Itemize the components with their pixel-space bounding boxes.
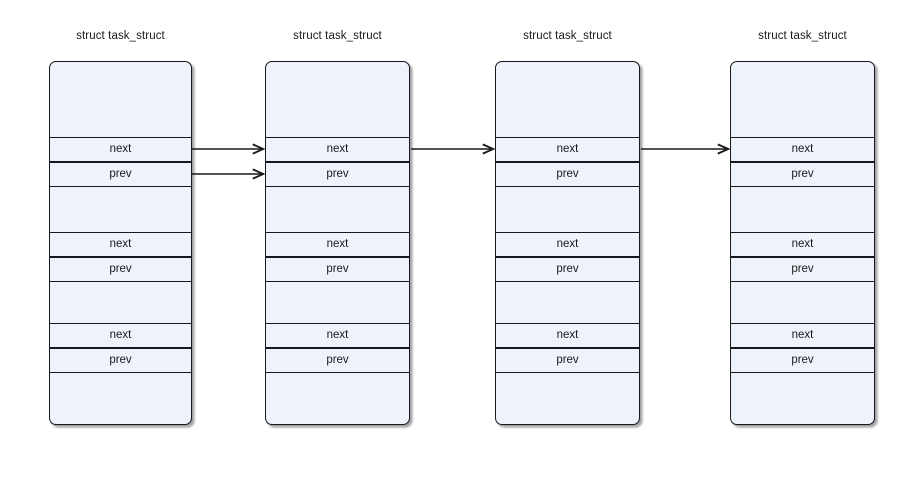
struct-field-prev: prev [50, 162, 191, 187]
struct-field-label: next [791, 237, 814, 250]
struct-field-label: next [556, 142, 579, 155]
struct-field-label: prev [791, 262, 814, 275]
struct-field-prev: prev [266, 257, 409, 282]
struct-node-title: struct task_struct [293, 30, 382, 42]
struct-field-label: next [326, 237, 349, 250]
struct-field-label: next [326, 328, 349, 341]
struct-node-title: struct task_struct [758, 30, 847, 42]
struct-field-next: next [496, 323, 639, 348]
struct-field-prev: prev [50, 348, 191, 373]
struct-field-label: prev [556, 353, 579, 366]
struct-field-label: prev [791, 353, 814, 366]
struct-field-rows: next prev next prev next prev [496, 62, 639, 424]
struct-field-label: next [791, 142, 814, 155]
struct-field-prev: prev [731, 257, 874, 282]
struct-node-title: struct task_struct [523, 30, 612, 42]
struct-field-label: next [791, 328, 814, 341]
struct-field-next: next [731, 232, 874, 257]
struct-field-label: next [109, 237, 132, 250]
struct-field-label: next [109, 142, 132, 155]
struct-field-label: next [109, 328, 132, 341]
struct-field-prev: prev [496, 162, 639, 187]
struct-field-next: next [50, 323, 191, 348]
struct-field-label: prev [109, 167, 132, 180]
struct-field-label: prev [326, 353, 349, 366]
struct-field-label: prev [556, 167, 579, 180]
struct-field-label: prev [791, 167, 814, 180]
struct-field-next: next [266, 323, 409, 348]
struct-field-label: next [556, 328, 579, 341]
struct-node-box: next prev next prev next prev [49, 61, 192, 425]
struct-node-box: next prev next prev next prev [265, 61, 410, 425]
struct-field-label: next [326, 142, 349, 155]
struct-field-next: next [266, 137, 409, 162]
struct-field-label: prev [556, 262, 579, 275]
struct-field-rows: next prev next prev next prev [731, 62, 874, 424]
struct-field-label: prev [109, 262, 132, 275]
struct-field-label: prev [109, 353, 132, 366]
struct-field-next: next [266, 232, 409, 257]
struct-field-next: next [731, 323, 874, 348]
struct-field-next: next [731, 137, 874, 162]
struct-field-next: next [50, 137, 191, 162]
struct-field-next: next [496, 137, 639, 162]
struct-field-label: next [556, 237, 579, 250]
struct-field-prev: prev [496, 348, 639, 373]
struct-field-prev: prev [731, 348, 874, 373]
struct-node-box: next prev next prev next prev [730, 61, 875, 425]
struct-field-next: next [496, 232, 639, 257]
struct-field-prev: prev [266, 348, 409, 373]
struct-field-label: prev [326, 167, 349, 180]
struct-field-label: prev [326, 262, 349, 275]
struct-field-prev: prev [731, 162, 874, 187]
struct-node-box: next prev next prev next prev [495, 61, 640, 425]
struct-field-prev: prev [50, 257, 191, 282]
struct-field-rows: next prev next prev next prev [266, 62, 409, 424]
struct-field-next: next [50, 232, 191, 257]
struct-field-prev: prev [266, 162, 409, 187]
struct-field-prev: prev [496, 257, 639, 282]
struct-field-rows: next prev next prev next prev [50, 62, 191, 424]
struct-node-title: struct task_struct [76, 30, 165, 42]
